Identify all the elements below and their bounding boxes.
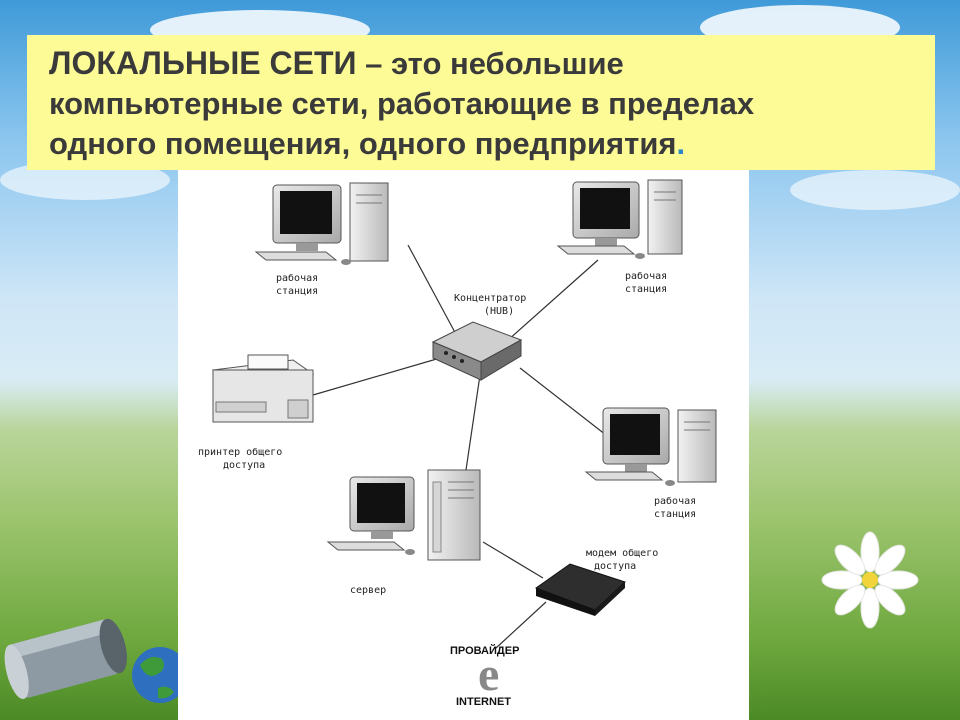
internet-label: INTERNET bbox=[456, 696, 511, 708]
printer-label-line1: принтер общего bbox=[198, 446, 282, 458]
modem-label-line2: доступа bbox=[594, 561, 636, 572]
printer-icon bbox=[211, 354, 315, 423]
network-cables bbox=[312, 244, 607, 649]
provider-label: ПРОВАЙДЕР bbox=[450, 644, 519, 657]
modem-icon bbox=[534, 563, 626, 616]
cable-printer-hub bbox=[312, 357, 441, 396]
workstation-3-label-line1: рабочая bbox=[654, 495, 696, 507]
workstation-1-label-line2: станция bbox=[276, 286, 318, 297]
hub-label-line2: (HUB) bbox=[484, 306, 514, 317]
cable-server-hub bbox=[465, 374, 481, 471]
server-label: сервер bbox=[350, 585, 386, 596]
workstation-3-icon bbox=[584, 407, 717, 486]
hub-label-line1: Концентратор bbox=[454, 293, 526, 304]
title-period: . bbox=[676, 126, 686, 161]
cable-modem-internet bbox=[495, 601, 547, 649]
cable-ws3-hub bbox=[519, 367, 607, 436]
recycling-decoration bbox=[4, 618, 180, 703]
title-banner: ЛОКАЛЬНЫЕ СЕТИ – это небольшие компьютер… bbox=[27, 35, 935, 170]
daisy-flower-decoration bbox=[821, 531, 919, 629]
cable-server-modem bbox=[482, 541, 544, 579]
internet-e-icon: e bbox=[478, 648, 499, 701]
title-line1-rest: – это небольшие bbox=[356, 46, 624, 81]
title-line2: компьютерные сети, работающие в пределах bbox=[49, 86, 755, 121]
title-lead: ЛОКАЛЬНЫЕ СЕТИ bbox=[49, 45, 357, 81]
page-title: ЛОКАЛЬНЫЕ СЕТИ – это небольшие компьютер… bbox=[49, 43, 913, 164]
cable-ws1-hub bbox=[407, 244, 459, 339]
title-line3: одного помещения, одного предприятия bbox=[49, 126, 677, 161]
modem-label-line1: модем общего bbox=[586, 547, 658, 559]
cloud bbox=[790, 170, 960, 210]
workstation-2-label-line1: рабочая bbox=[625, 270, 667, 282]
workstation-1-icon bbox=[254, 182, 389, 265]
printer-label-line2: доступа bbox=[223, 460, 265, 471]
workstation-1-label-line1: рабочая bbox=[276, 272, 318, 284]
server-icon bbox=[326, 469, 481, 561]
hub-icon bbox=[431, 321, 523, 381]
workstation-3-label-line2: станция bbox=[654, 509, 696, 520]
cable-ws2-hub bbox=[507, 259, 599, 341]
network-diagram: рабочая станция рабочая станция Концентр… bbox=[198, 179, 717, 708]
workstation-2-icon bbox=[556, 179, 683, 259]
workstation-2-label-line2: станция bbox=[625, 284, 667, 295]
